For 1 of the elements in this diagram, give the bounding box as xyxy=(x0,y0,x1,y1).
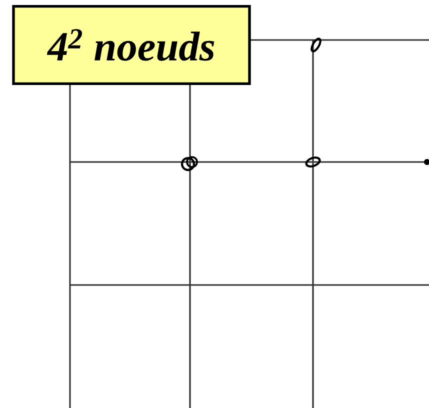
title-box: 4$^{2}$ noeuds xyxy=(12,5,251,85)
